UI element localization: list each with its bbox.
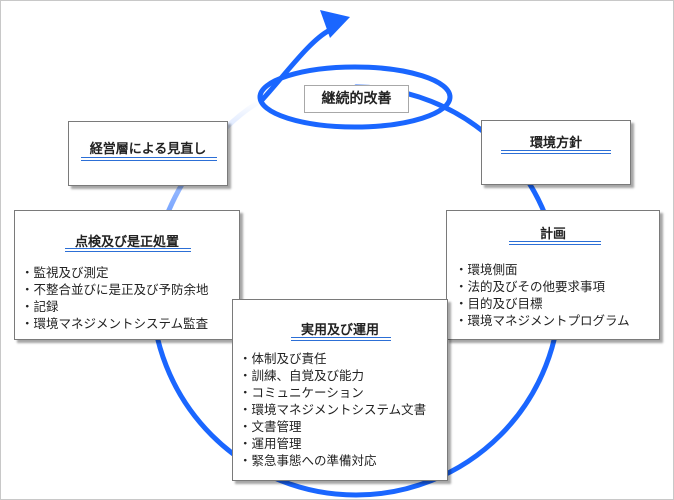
improvement-ellipse	[257, 64, 453, 130]
planning-list: 環境側面 法的及びその他要求事項 目的及び目標 環境マネジメントプログラム	[455, 261, 630, 329]
planning-item: 環境マネジメントプログラム	[455, 312, 630, 329]
arrow-head	[320, 10, 350, 38]
implementation-item: 運用管理	[239, 435, 426, 452]
planning-title: 計画	[539, 227, 566, 242]
implementation-item: 文書管理	[239, 418, 426, 435]
checking-box: 点検及び是正処置 監視及び測定 不整合並びに是正及び予防余地 記録 環境マネジメ…	[14, 210, 240, 340]
env-policy-box: 環境方針	[481, 120, 631, 185]
checking-underline	[65, 248, 191, 252]
env-policy-title: 環境方針	[529, 136, 582, 151]
implementation-item: 訓練、自覚及び能力	[239, 367, 426, 384]
implementation-underline	[291, 337, 391, 341]
implementation-item: 環境マネジメントシステム文書	[239, 401, 427, 418]
planning-item: 環境側面	[455, 261, 630, 278]
implementation-item: 体制及び責任	[239, 350, 426, 367]
management-review-underline	[81, 157, 217, 161]
planning-box: 計画 環境側面 法的及びその他要求事項 目的及び目標 環境マネジメントプログラム	[446, 210, 660, 340]
checking-item: 記録	[21, 298, 209, 315]
env-policy-underline	[501, 150, 611, 154]
management-review-title: 経営層による見直し	[89, 142, 207, 157]
checking-list: 監視及び測定 不整合並びに是正及び予防余地 記録 環境マネジメントシステム監査	[21, 264, 209, 332]
implementation-title: 実用及び運用	[300, 323, 379, 338]
checking-item: 不整合並びに是正及び予防余地	[21, 281, 209, 298]
implementation-item: 緊急事態への準備対応	[239, 452, 426, 469]
implementation-item: コミュニケーション	[239, 384, 426, 401]
planning-item: 法的及びその他要求事項	[455, 278, 630, 295]
implementation-list: 体制及び責任 訓練、自覚及び能力 コミュニケーション 環境マネジメントシステム文…	[239, 350, 427, 469]
management-review-box: 経営層による見直し	[68, 121, 228, 186]
continuous-improvement-label: 継続的改善	[304, 85, 409, 113]
checking-title: 点検及び是正処置	[74, 235, 179, 250]
planning-item: 目的及び目標	[455, 295, 630, 312]
checking-item: 環境マネジメントシステム監査	[21, 315, 209, 332]
cycle-arrow-stem	[259, 27, 333, 103]
implementation-box: 実用及び運用 体制及び責任 訓練、自覚及び能力 コミュニケーション 環境マネジメ…	[232, 299, 448, 481]
planning-underline	[509, 241, 601, 245]
checking-item: 監視及び測定	[21, 264, 209, 281]
